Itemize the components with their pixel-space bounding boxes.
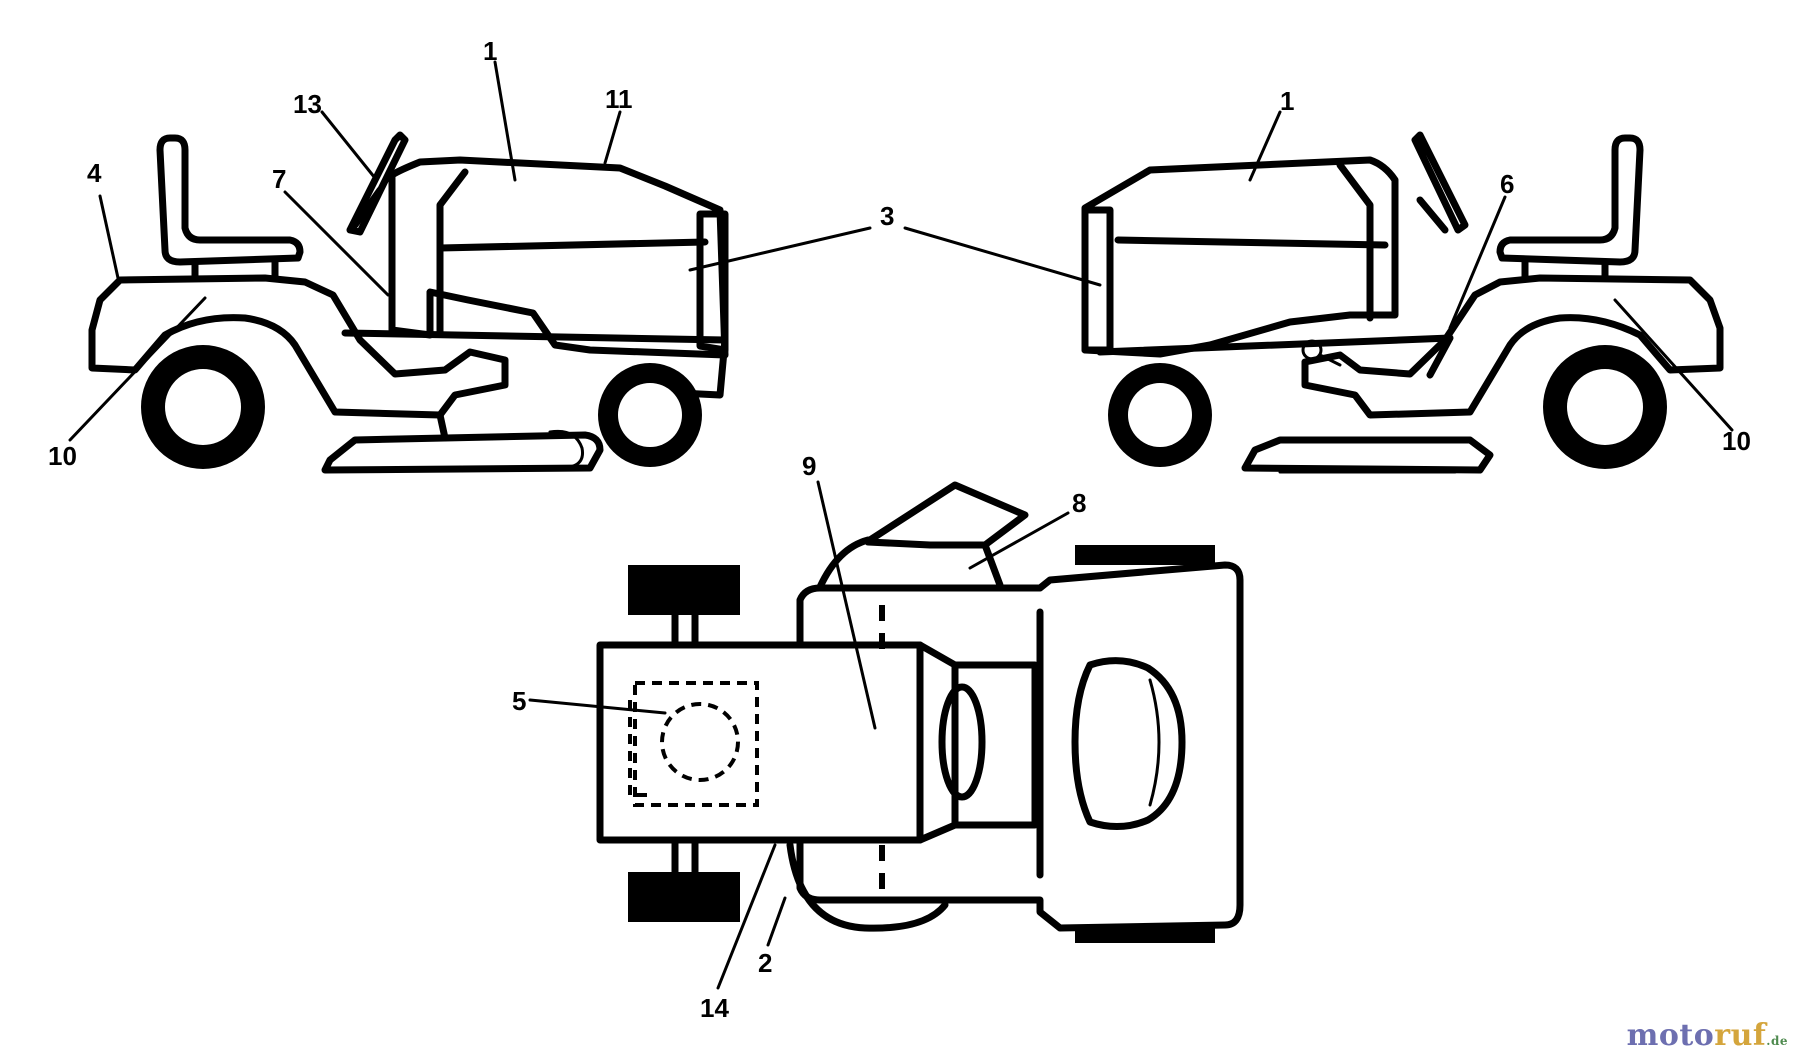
callout-5: 5	[512, 686, 526, 716]
left-side-view-tractor	[88, 131, 729, 474]
leader-lines	[68, 60, 1734, 990]
callout-13: 13	[293, 89, 322, 119]
callout-10-left: 10	[48, 441, 77, 471]
callout-6: 6	[1500, 169, 1514, 199]
watermark-part-b: ruf	[1714, 1018, 1767, 1053]
right-side-view-tractor	[1081, 131, 1724, 474]
watermark-logo: motoruf.de	[1627, 1018, 1788, 1053]
callout-4: 4	[87, 158, 102, 188]
callout-11: 11	[605, 84, 633, 114]
callout-1-left: 1	[483, 36, 497, 66]
callout-14: 14	[700, 993, 729, 1023]
callout-labels: 1 11 13 4 7 10 3 1 6 10 9 8 5 2 14	[48, 36, 1751, 1023]
callout-1-right: 1	[1280, 86, 1294, 116]
watermark-part-a: moto	[1626, 1018, 1715, 1053]
callout-3: 3	[880, 201, 894, 231]
watermark-part-c: .de	[1766, 1034, 1788, 1048]
callout-7: 7	[272, 164, 286, 194]
callout-2: 2	[758, 948, 772, 978]
callout-10-right: 10	[1722, 426, 1751, 456]
callout-8: 8	[1072, 488, 1086, 518]
top-view-tractor	[596, 481, 1244, 943]
callout-9: 9	[802, 451, 816, 481]
